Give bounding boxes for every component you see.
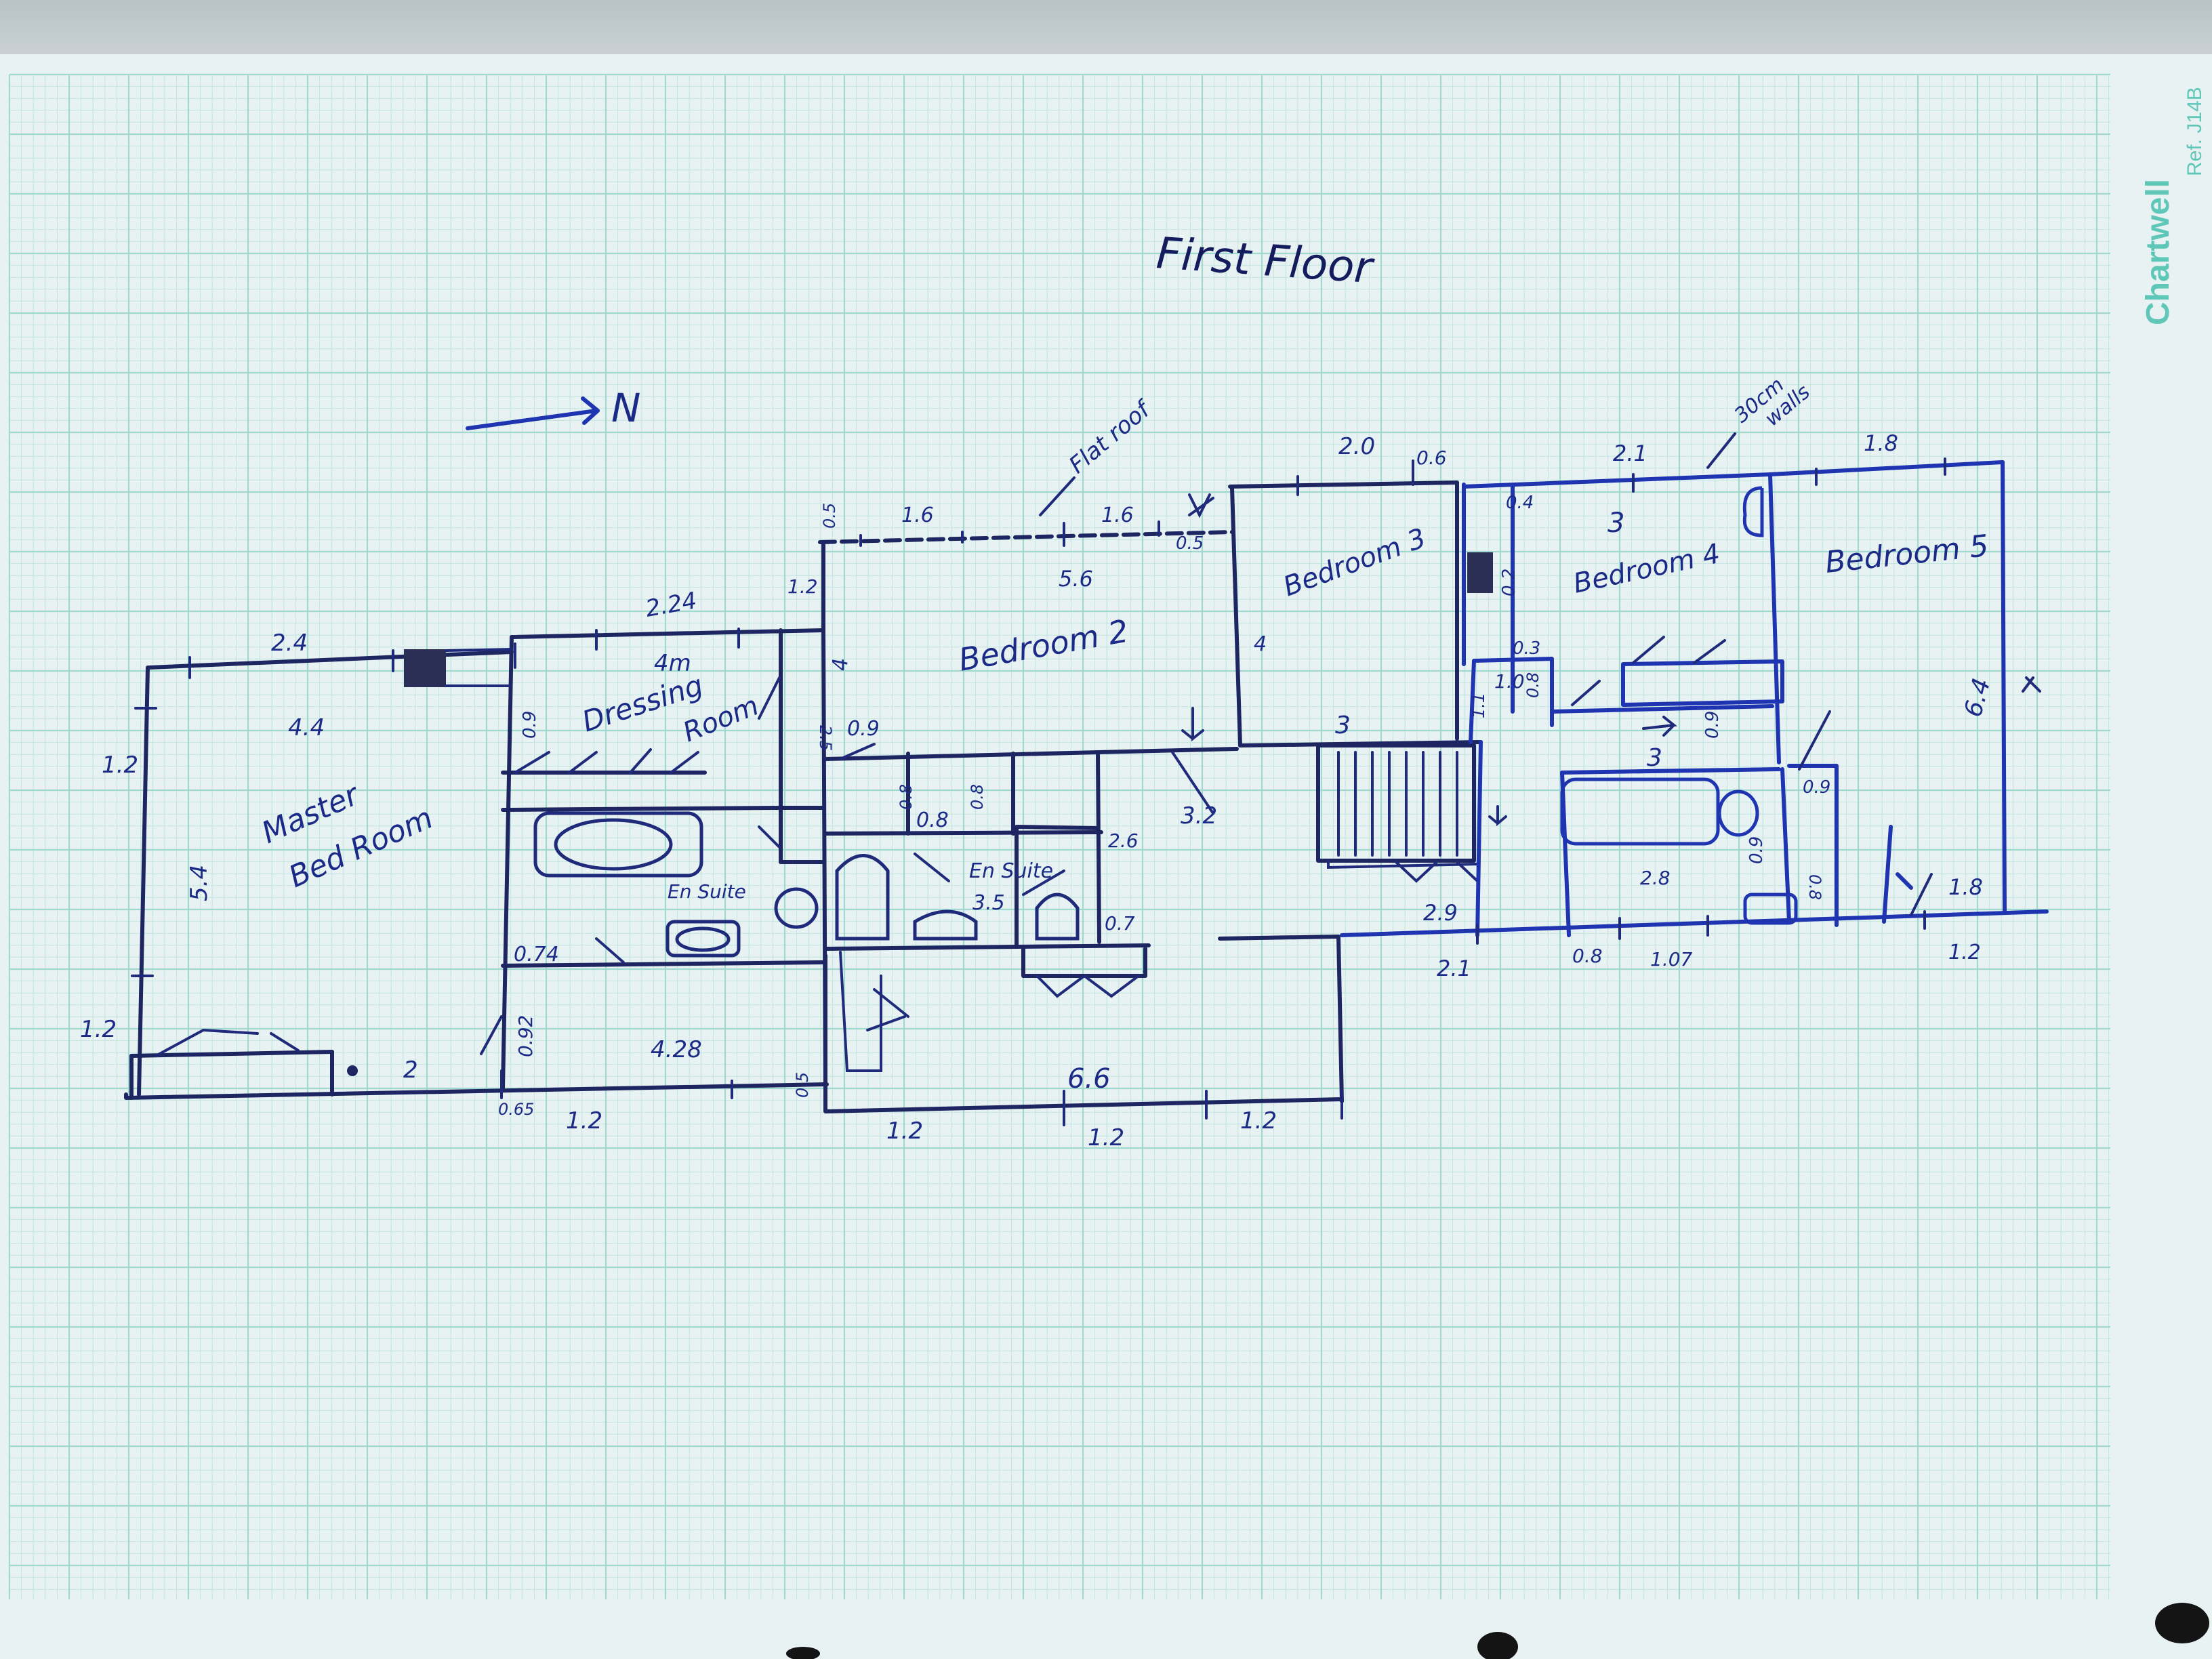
dim-label: 0.5	[1176, 533, 1204, 554]
dim-label: 2.5	[816, 725, 835, 751]
dim-label: 4.4	[288, 714, 325, 741]
dim-label: 3.2	[1181, 802, 1217, 830]
dim-label: 1.8	[1948, 874, 1983, 900]
note-flat-roof-leader	[1039, 476, 1076, 516]
north-arrow-icon	[466, 396, 600, 430]
chimney-hatch	[404, 649, 446, 687]
dim-label: 0.92	[514, 1015, 537, 1057]
dim-label: 0.9	[1803, 777, 1830, 798]
dim-label: 0.4	[1506, 493, 1534, 513]
room-bedroom-3: Bedroom 3	[1279, 523, 1430, 602]
dim-label: 0.5	[820, 503, 839, 529]
dim-label: 5.4	[186, 865, 213, 901]
plan-title: First Floor	[1155, 228, 1376, 293]
dim-label: 0.8	[916, 808, 949, 832]
dim-label: 0.9	[847, 717, 880, 741]
dim-label: 1.2	[1948, 941, 1981, 964]
dim-label: 0.8	[1523, 672, 1542, 698]
dim-label: 5.6	[1059, 566, 1093, 592]
dim-label: 0.8	[897, 784, 916, 810]
dim-label: 1.8	[1864, 430, 1898, 456]
walls-left-block	[124, 628, 829, 1100]
dim-label: 0.65	[498, 1100, 534, 1119]
dim-label: 1.6	[1101, 504, 1134, 527]
dim-label: 2.1	[1613, 441, 1647, 466]
binder-rings	[786, 1603, 2209, 1659]
graph-paper-sheet	[0, 54, 2212, 1659]
brand-ref: Ref. J14B	[2184, 87, 2206, 176]
dim-label: 1.2	[102, 752, 138, 779]
dim-label: 0.9	[1702, 711, 1723, 739]
dim-label: 0.3	[1513, 638, 1540, 659]
note-flat-roof: Flat roof	[1064, 394, 1158, 479]
dim-label: 0.6	[1416, 447, 1447, 469]
dim-label: 0.7	[1105, 912, 1135, 935]
dimension-ticks	[131, 457, 2041, 1126]
walls-right-block	[1228, 460, 2049, 937]
room-bedroom-5: Bedroom 5	[1824, 529, 1990, 580]
dim-label: 0.9	[1746, 836, 1767, 864]
dim-label: 6.4	[1959, 675, 1996, 720]
dim-label: 1.2	[80, 1016, 117, 1043]
dim-label: 1.6	[901, 504, 934, 527]
room-ensuite-2: En Suite	[969, 859, 1053, 883]
dimension-labels: 2.4 4.4 1.2 5.4 1.2 2 2.24 4m 0.9 2.5 0.…	[80, 430, 1996, 1151]
dim-label: 2.9	[1423, 900, 1458, 926]
dim-label: 1.1	[1469, 693, 1488, 718]
dim-label: 0.5	[793, 1072, 812, 1098]
grid-minor-lines	[9, 75, 2110, 1599]
dim-label: 1.2	[787, 575, 818, 598]
dim-label: 0.9	[520, 711, 540, 739]
graph-grid	[8, 73, 2110, 1599]
dim-label: 0.2	[1499, 569, 1519, 596]
dim-label: 3.5	[972, 891, 1005, 915]
dim-label: 0.8	[1805, 874, 1824, 900]
dim-label: 1.2	[886, 1118, 923, 1145]
dim-label: 3	[1335, 712, 1351, 739]
dim-label: 4.28	[651, 1036, 702, 1063]
dim-label: 4	[1254, 632, 1267, 656]
dim-label: 3	[1647, 744, 1662, 772]
dim-label: 0.8	[1572, 945, 1603, 967]
dim-label: 1.2	[566, 1107, 602, 1134]
dim-label: 2.4	[271, 630, 308, 657]
dim-label: 4m	[654, 650, 691, 677]
dim-label: 6.6	[1067, 1063, 1111, 1094]
dim-label: 4	[829, 658, 853, 671]
dim-label: 3	[1607, 508, 1624, 539]
dim-label: 0.74	[514, 943, 559, 966]
room-bedroom-4: Bedroom 4	[1571, 538, 1723, 600]
dim-label: 1.2	[1240, 1107, 1277, 1134]
dim-label: 1.2	[1088, 1124, 1124, 1151]
note-walls-leader	[1706, 432, 1736, 469]
room-bedroom-2: Bedroom 2	[956, 613, 1132, 678]
dim-label: 1.07	[1650, 948, 1693, 970]
walls-middle-block	[818, 493, 1344, 1113]
dim-label: 1.0	[1494, 670, 1525, 693]
dim-label: 2.24	[644, 587, 699, 623]
north-label: N	[611, 385, 640, 431]
dim-label: 2.8	[1640, 867, 1671, 889]
dim-label: 2.1	[1437, 956, 1471, 981]
dim-label: 0.8	[968, 784, 987, 810]
grid-major-lines	[8, 73, 2110, 1599]
brand-label: Chartwell	[2140, 179, 2176, 325]
dim-label: 2.6	[1108, 830, 1139, 852]
dim-label: 2.0	[1338, 433, 1375, 460]
room-ensuite-1: En Suite	[668, 880, 746, 903]
dim-label: 2	[403, 1057, 418, 1084]
